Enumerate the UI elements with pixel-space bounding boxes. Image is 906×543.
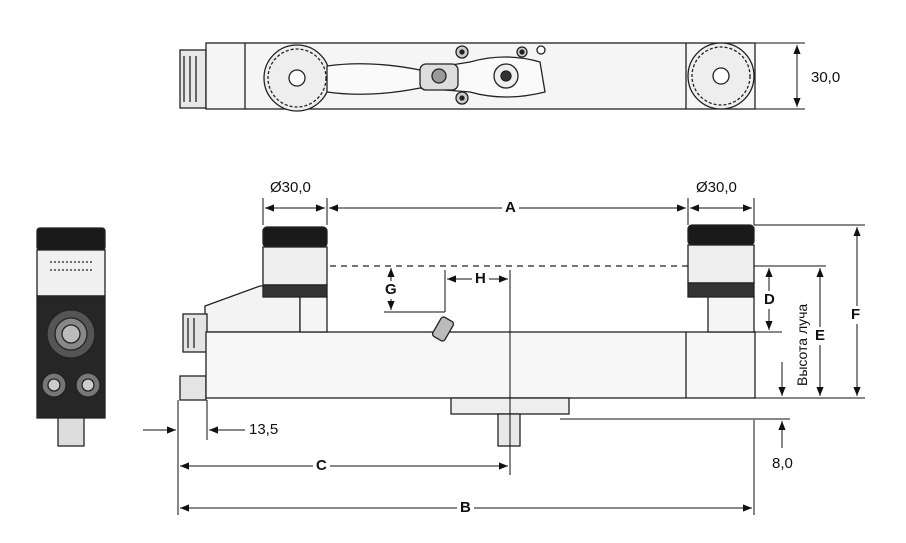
label-C: C (313, 458, 330, 474)
label-dia-left: Ø30,0 (270, 179, 311, 196)
label-E: E (815, 327, 826, 345)
end-view-cap (36, 227, 106, 251)
side-view-lens-right (687, 224, 755, 333)
label-H: H (472, 271, 489, 287)
label-D: D (764, 291, 775, 309)
top-view-lens-right (687, 42, 755, 110)
side-view-lens-left (262, 226, 328, 333)
end-view-pin (57, 417, 85, 447)
label-F: F (851, 306, 861, 324)
top-view-lens-left (263, 44, 331, 112)
side-view-body (205, 331, 756, 399)
end-view (36, 227, 106, 447)
top-view-connector (179, 49, 207, 109)
label-G: G (385, 281, 397, 299)
label-top-height: 30,0 (811, 69, 841, 86)
label-A: A (502, 200, 519, 216)
label-8-0: 8,0 (772, 455, 793, 472)
side-view (179, 224, 756, 447)
label-B: B (457, 500, 474, 516)
label-beam-height: Высота луча (794, 303, 810, 386)
label-13-5: 13,5 (249, 421, 279, 438)
label-dia-right: Ø30,0 (696, 179, 737, 196)
top-view (179, 42, 756, 112)
dim-top-height (755, 42, 805, 110)
